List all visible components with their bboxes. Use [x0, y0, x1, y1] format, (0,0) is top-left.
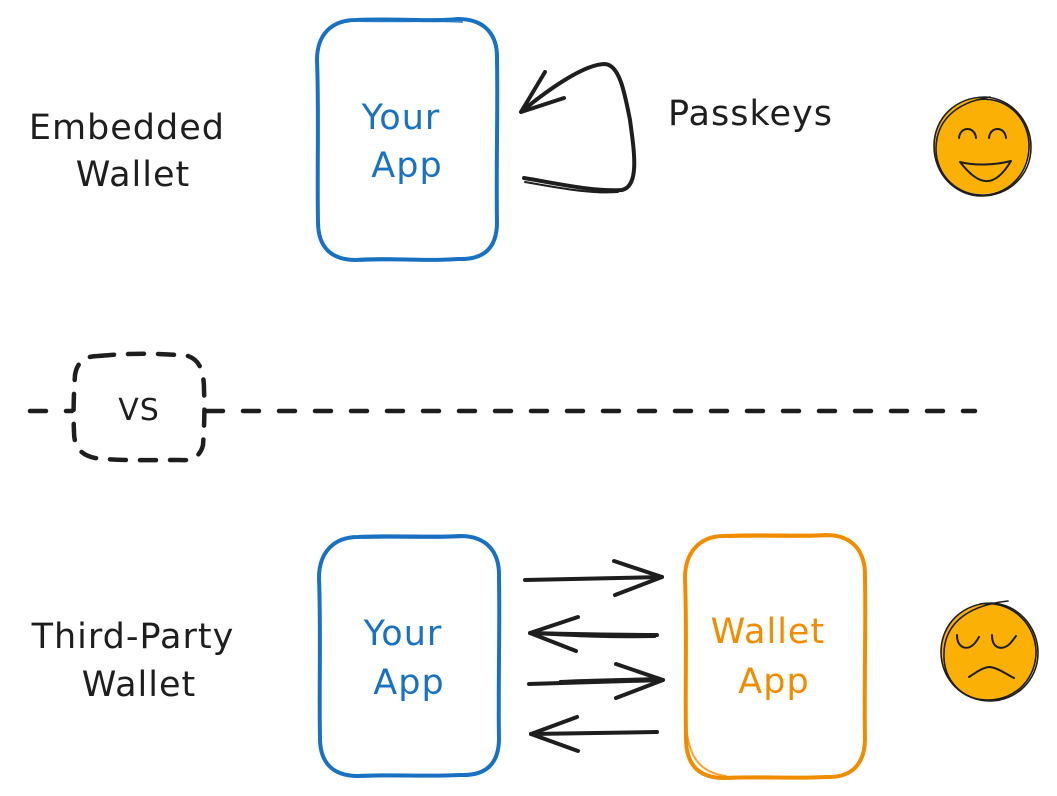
embedded-wallet-label-line-1: Embedded: [29, 108, 225, 148]
third-party-wallet-section: Third-Party Wallet Your App: [31, 533, 1039, 780]
happy-face-smile: [959, 160, 1012, 183]
vs-divider: VS: [27, 351, 978, 463]
vs-badge: VS: [71, 351, 207, 463]
wallet-app-label-line-1: Wallet: [711, 612, 826, 652]
passkeys-loop-arrow-sketch: [524, 181, 619, 194]
passkeys-label: Passkeys: [668, 94, 833, 134]
exchange-arrow-4-shaft: [529, 730, 659, 736]
exchange-arrow-1-head: [612, 559, 664, 597]
exchange-arrow-right: [527, 662, 665, 700]
exchange-arrow-1-shaft: [523, 575, 664, 582]
embedded-wallet-label-line-2: Wallet: [76, 155, 191, 195]
third-party-wallet-label-line-1: Third-Party: [31, 617, 235, 657]
happy-face-icon: [933, 96, 1032, 197]
exchange-arrow-3-head: [614, 662, 665, 700]
exchange-arrow-left: [528, 615, 659, 653]
your-app-label-embedded-line-1: Your: [361, 98, 441, 138]
sad-face-outline: [940, 602, 1039, 702]
happy-face-right-eye: [988, 128, 1007, 139]
exchange-arrows: [523, 559, 665, 753]
wallet-app-label: Wallet App: [711, 612, 838, 702]
exchange-arrow-4-head: [529, 715, 580, 753]
exchange-arrow-3-sketch: [559, 677, 661, 682]
wallet-app-box-outline: [683, 533, 868, 780]
vs-badge-outline: [71, 351, 207, 463]
exchange-arrow-2-shaft: [528, 631, 659, 637]
your-app-label-third-party: Your App: [363, 614, 455, 703]
passkeys-loop-arrow: [519, 62, 637, 194]
your-app-box-third-party-sketch: [361, 536, 463, 778]
embedded-wallet-section: Embedded Wallet Your App Passkeys: [29, 17, 1032, 262]
exchange-arrow-left: [529, 715, 659, 753]
vs-label: VS: [118, 393, 160, 428]
wallet-app-box-sketch: [685, 535, 831, 780]
wallet-app-box[interactable]: Wallet App: [683, 533, 868, 780]
sad-face-left-eye: [956, 634, 980, 649]
embedded-wallet-label: Embedded Wallet: [29, 108, 237, 195]
your-app-label-embedded-line-2: App: [371, 146, 442, 186]
third-party-wallet-label-line-2: Wallet: [82, 665, 197, 705]
exchange-arrow-2-head: [528, 615, 580, 653]
passkeys-loop-arrowhead: [519, 70, 566, 114]
your-app-label-embedded: Your App: [361, 98, 453, 186]
your-app-label-third-party-line-2: App: [373, 663, 444, 703]
happy-face-outline-sketch: [935, 96, 1030, 196]
sad-face-icon: [940, 600, 1039, 702]
your-app-box-embedded[interactable]: Your App: [315, 17, 500, 262]
happy-face-outline: [933, 96, 1032, 197]
sad-face-right-eye: [991, 634, 1017, 649]
your-app-label-third-party-line-1: Your: [363, 614, 443, 654]
exchange-arrow-3-shaft: [527, 678, 665, 686]
third-party-wallet-label: Third-Party Wallet: [31, 617, 247, 705]
exchange-arrow-2-sketch: [533, 633, 656, 639]
happy-face-left-eye: [958, 128, 977, 139]
your-app-box-embedded-outline: [315, 17, 500, 262]
your-app-box-third-party[interactable]: Your App: [317, 534, 502, 778]
sad-face-fill: [941, 604, 1037, 700]
sad-face-frown: [968, 666, 1015, 679]
wallet-app-label-line-2: App: [738, 662, 809, 702]
exchange-arrow-right: [523, 559, 664, 597]
passkeys-loop-arrow-shaft: [519, 62, 637, 193]
your-app-box-third-party-outline: [317, 534, 502, 778]
your-app-box-embedded-sketch: [359, 20, 463, 262]
sad-face-outline-sketch: [943, 600, 1037, 701]
